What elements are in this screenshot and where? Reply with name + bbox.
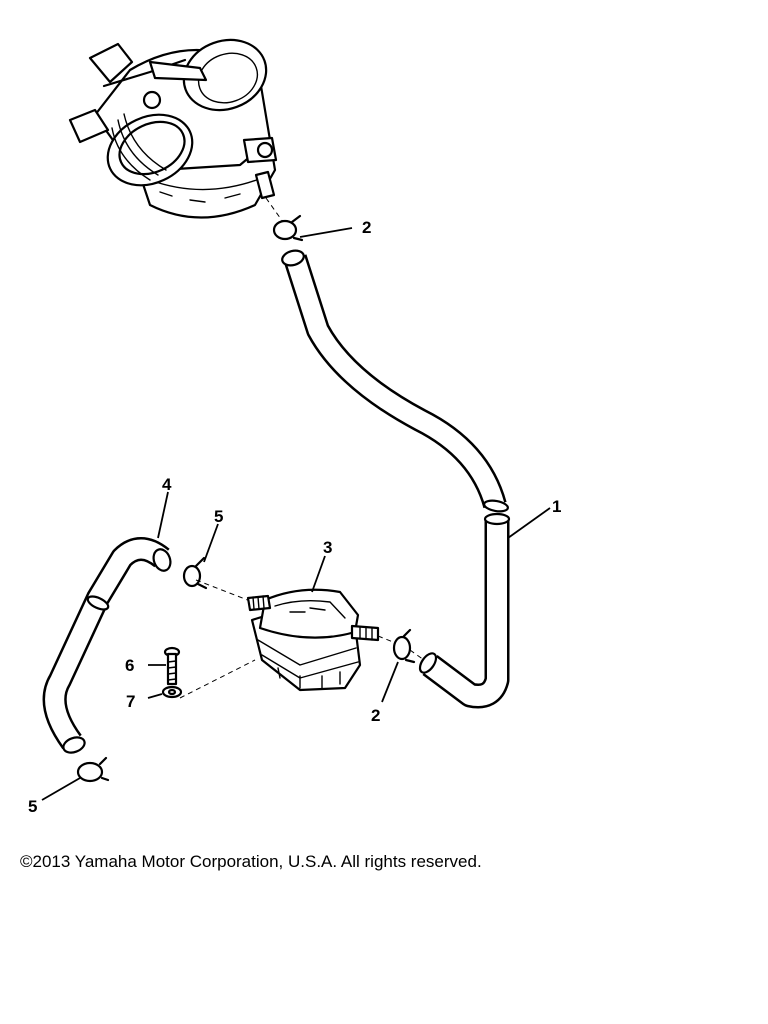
callout-clip-lower: 2: [371, 706, 380, 725]
callout-bolt: 6: [125, 656, 134, 675]
leader-line-clip-mid: [203, 523, 219, 563]
leader-line-fuel-pump: [311, 555, 326, 593]
callout-clip-mid: 5: [214, 507, 223, 526]
carburetor-drawing: [68, 38, 278, 219]
callout-clip-upper: 2: [362, 218, 371, 237]
callout-hose-short: 4: [162, 475, 172, 494]
pump-mounting-washer: [161, 685, 183, 699]
fuel-pump-drawing: [246, 588, 380, 692]
pump-mounting-bolt: [163, 646, 181, 686]
callout-hose-long: 1: [552, 497, 561, 516]
leader-line-hose-long: [507, 507, 551, 539]
copyright-notice: ©2013 Yamaha Motor Corporation, U.S.A. A…: [20, 852, 482, 871]
callout-washer: 7: [126, 692, 135, 711]
leader-line-clip-bottom: [41, 777, 81, 801]
hose-clip-bottom: [76, 756, 110, 783]
leader-line-clip-upper: [299, 227, 353, 238]
hose-clip-upper: [272, 214, 304, 242]
callout-clip-bottom: 5: [28, 797, 37, 816]
hose-clip-lower: [392, 628, 416, 664]
hose-clip-mid: [182, 556, 208, 590]
leader-line-hose-short: [157, 491, 169, 539]
fuel-hose-long: [281, 249, 511, 709]
callout-fuel-pump: 3: [323, 538, 332, 557]
leader-line-clip-lower: [381, 661, 399, 703]
leader-line-washer: [147, 693, 163, 699]
fuel-hose-short: [42, 537, 172, 754]
